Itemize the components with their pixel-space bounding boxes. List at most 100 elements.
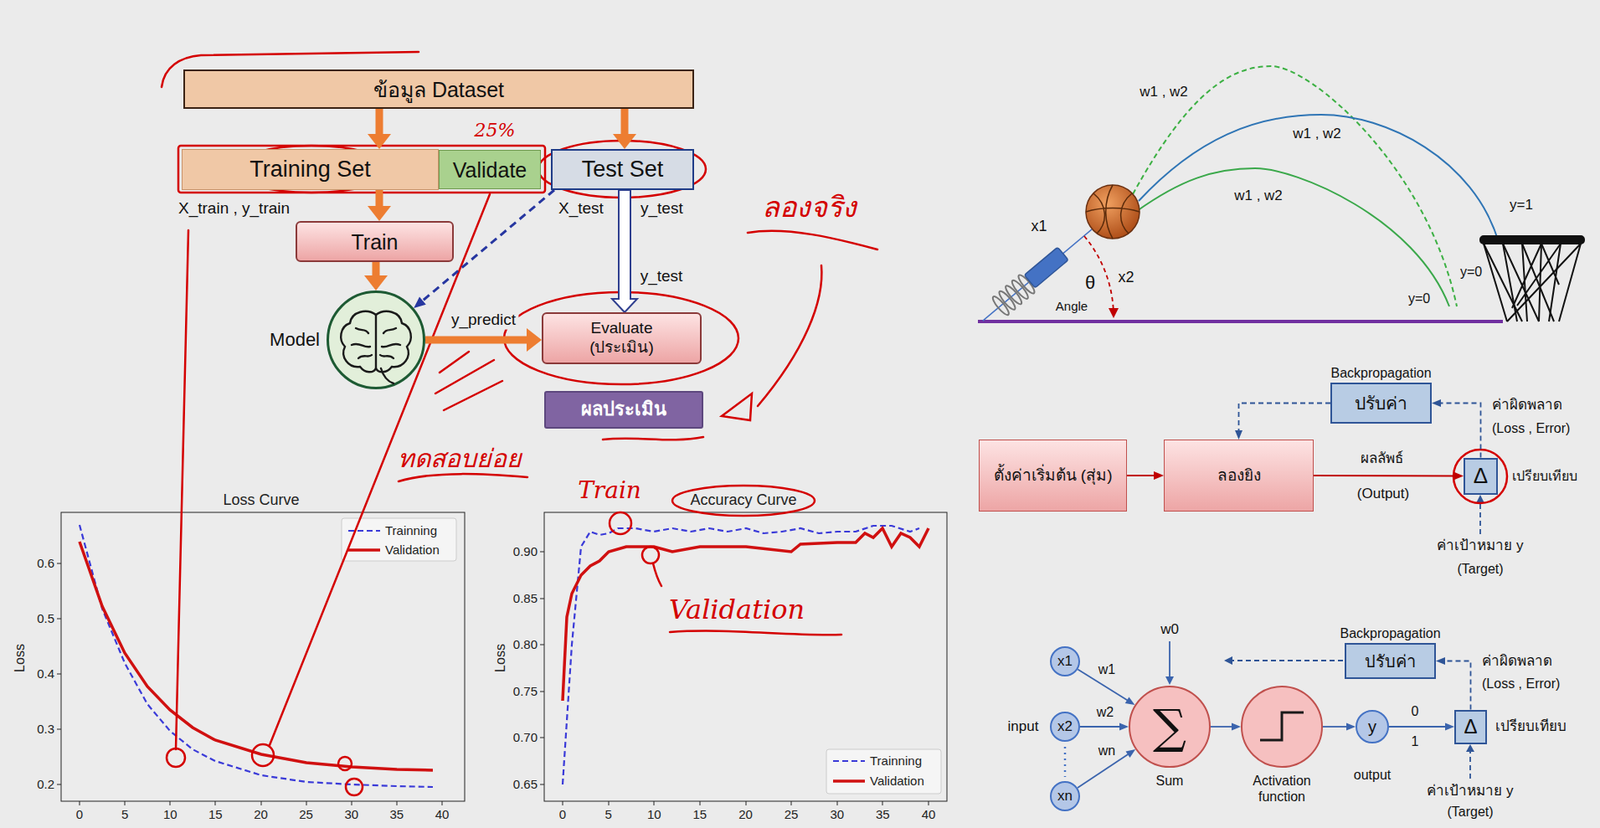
init-box: ตั้งค่าเริ่มต้น (สุ่ม) [978,439,1127,512]
node-heading: Sum [1156,772,1184,789]
tick-label: 40 [921,807,937,823]
perceptron-decor [1476,494,1485,504]
node-heading: Backpropagation [1330,365,1431,381]
note-text: input [1008,718,1040,736]
red-annotation [653,563,662,587]
connector-line [1389,725,1447,728]
evaluate-box: Evaluate (ประเมิน) [541,312,702,365]
arrowhead [1435,657,1446,665]
legend-sample [348,545,381,556]
note-text: เปรียบเทียบ [1512,468,1578,484]
red-annotation [435,351,503,411]
red-annotation [252,744,274,767]
node-heading: Backpropagation [1339,625,1441,642]
node-text: ปรับค่า [1364,651,1416,672]
weight-label: w1 , w2 [1234,187,1283,205]
node-text: Δ [1463,715,1477,740]
adjust-box: Backpropagationปรับค่า [1344,643,1436,680]
connector [1126,471,1164,480]
arrowhead [364,275,388,291]
weight-label: w1 , w2 [1139,83,1189,101]
basketball [1085,185,1140,239]
weight-label: w1 [1098,661,1116,678]
accuracy-chart [826,749,942,794]
node-text: Δ [1473,463,1488,489]
tick-label: 0.3 [36,721,55,737]
compare-box: Δ [1463,457,1498,495]
tick-label: 25 [298,807,314,823]
accuracy-chart [544,512,947,802]
connector [1389,723,1455,731]
model-circle-outline [328,292,425,389]
connector [612,190,638,313]
perceptron-decor [1064,494,1485,779]
tick-label: 0.5 [36,611,55,627]
connector [1322,723,1356,731]
legend-sample [348,548,381,552]
node-text: Evaluate (ประเมิน) [567,318,677,358]
connector [425,328,542,352]
tick-label: 0.65 [513,776,538,793]
red-annotation [747,231,878,250]
tick-label: 0.2 [36,776,55,793]
tick-label: 0.80 [513,637,538,653]
accuracy-chart [540,551,545,785]
arrowhead [367,205,391,222]
legend-text: Validation [869,773,925,789]
connector [612,108,637,150]
arrowhead [413,296,427,309]
tick-label: 30 [829,807,844,823]
launcher [1023,246,1069,289]
note-text: ผลลัพธ์ [1360,450,1404,468]
note-text: ค่าเป้าหมาย y [1426,782,1513,800]
test-set-band: Test Set [550,149,695,191]
perceptron-decor [1165,676,1174,685]
input-circle: xn [1049,781,1081,812]
node-text: x1 [1057,653,1073,670]
connector [364,262,388,291]
basketball [1085,185,1140,239]
activation-circle-outline [1241,686,1323,767]
ground-line [977,319,1503,324]
tick-label: 0 [559,807,566,823]
angle-symbol: θ [1085,272,1096,294]
annotation-text: ทดสอบย่อย [397,443,522,474]
tick-label: 0.70 [513,730,538,746]
loss-chart [79,541,433,771]
shoot-box: ลองยิง [1163,439,1314,512]
target-label: y=0 [1408,290,1431,307]
arrowhead [1119,723,1129,731]
red-annotation [345,778,363,796]
note-text: ค่าเป้าหมาย y [1436,537,1523,555]
tick-label: 0.4 [36,666,55,682]
training-set-band: Training Set [181,149,439,191]
arrowhead [1445,723,1455,731]
sum-circle-outline [1129,686,1210,767]
activation-circle-outline [1240,685,1323,768]
note-text: (Target) [1456,560,1503,577]
legend-sample [833,760,865,762]
connector-line [375,108,384,137]
adjust-box: Backpropagationปรับค่า [1330,382,1432,424]
node-text: x2 [1057,718,1073,736]
connector [1234,403,1331,441]
red-annotation [166,748,186,767]
node-text: Test Set [581,155,664,183]
connector [1435,657,1472,710]
node-text: Validate [452,157,528,183]
arrowhead [367,133,391,150]
basketball-hoop [1480,236,1585,322]
connector-line [1443,661,1471,710]
output-circle-outline [1356,710,1389,743]
basketball-trajectories [1138,114,1499,242]
connector [367,108,391,150]
activation-circle: Activation function [1240,685,1323,768]
note-text: ค่าผิดพลาด [1481,653,1553,670]
red-annotation [338,756,352,771]
tick-label: 0.75 [513,684,538,700]
accuracy-chart [562,528,929,701]
basketball-trajectories [1132,66,1499,307]
edge-label: y_predict [448,310,519,330]
perceptron-decor [1168,641,1171,677]
tick-label: 0.85 [513,591,538,607]
